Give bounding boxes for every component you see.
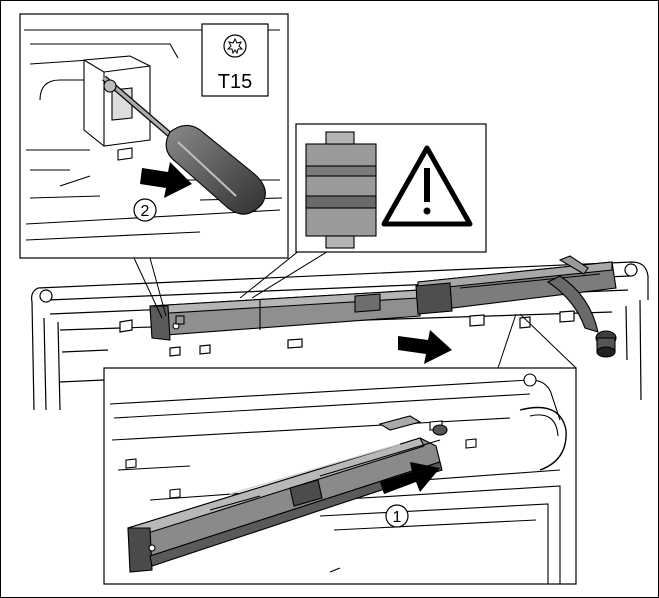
step-1-number: 1 [393,509,402,526]
push-arrow-step-1 [380,462,440,494]
step-2-marker: 2 [133,198,157,222]
push-arrow-main [398,330,452,364]
tool-label-box: T15 [201,23,269,97]
step-1-marker: 1 [385,504,409,528]
warning-triangle-icon [381,145,473,227]
callout-warning-detail [239,123,487,299]
callout-screw-detail: 2 T15 [19,13,289,319]
push-arrow-step-2 [140,162,192,198]
torx-icon [223,34,247,58]
callout-rail-detail: 1 [103,313,577,585]
hinge-rail-assembly [149,255,617,358]
tool-label: T15 [218,71,252,93]
step-2-number: 2 [141,203,150,220]
